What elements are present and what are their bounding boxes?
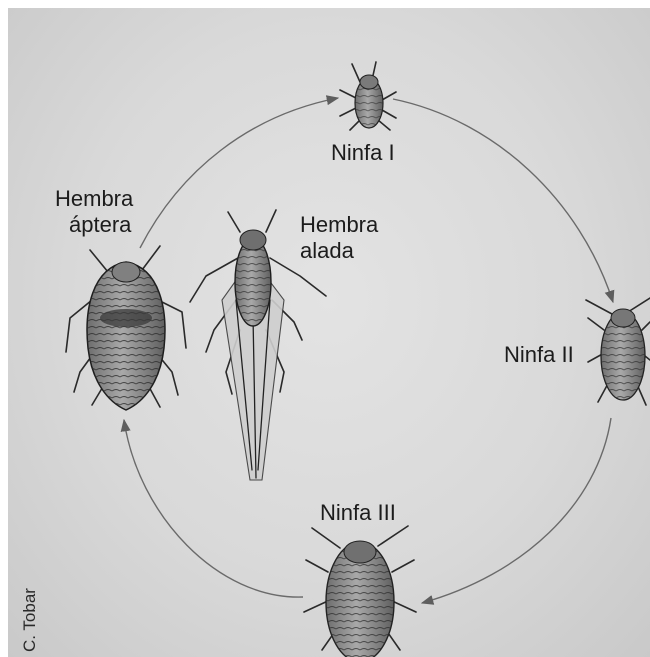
label-hembra-aptera-line-1: Hembra — [55, 186, 133, 212]
label-ninfa-1: Ninfa I — [331, 140, 395, 166]
arrow-ninfa2-to-ninfa3 — [422, 418, 611, 603]
label-hembra-alada-line-2: alada — [300, 238, 378, 264]
ninfa-2-insect-illustration — [586, 298, 650, 405]
illustrator-credit: C. Tobar — [20, 588, 40, 652]
arrow-ninfa3-to-aptera — [124, 420, 303, 597]
label-ninfa-3: Ninfa III — [320, 500, 396, 526]
label-hembra-aptera: Hembra áptera — [55, 186, 133, 238]
label-ninfa-2: Ninfa II — [504, 342, 574, 368]
ninfa-3-insect-illustration — [304, 526, 416, 657]
arrow-ninfa1-to-ninfa2 — [393, 99, 613, 302]
ninfa-1-insect-illustration — [340, 62, 396, 130]
hembra-aptera-insect-illustration — [66, 246, 186, 410]
label-hembra-alada: Hembra alada — [300, 212, 378, 264]
label-hembra-aptera-line-2: áptera — [69, 212, 133, 238]
label-hembra-alada-line-1: Hembra — [300, 212, 378, 238]
